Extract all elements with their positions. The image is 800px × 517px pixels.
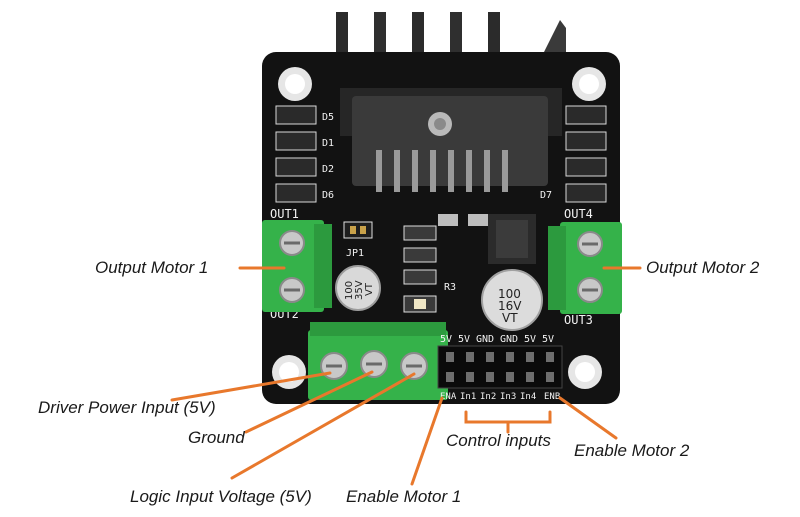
cap-right-line3: VT [502,311,518,325]
diode-label-d7: D7 [540,190,552,201]
diode-label-d2: D2 [322,164,334,175]
callout-output-motor-2: Output Motor 2 [646,258,760,277]
cap-right-line1: 100 [498,287,521,301]
out4-label: OUT4 [564,207,593,221]
capacitor-right: 100 16V VT [481,269,543,331]
terminal-output-motor-1 [262,220,332,312]
voltage-regulator [488,214,536,264]
header-bottom-label: ENB [544,392,560,402]
leader-enable-motor-2 [558,396,618,440]
header-top-label: 5V [458,334,470,345]
diodes-left: D5 D1 D2 D6 [275,105,334,203]
callout-driver-power-input: Driver Power Input (5V) [38,398,216,417]
header-top-labels: 5V 5V GND GND 5V 5V [440,334,554,345]
cap-left-line2: 35V [354,280,365,300]
callout-logic-input-voltage: Logic Input Voltage (5V) [130,487,312,506]
callout-enable-motor-2: Enable Motor 2 [574,441,690,460]
r3-label: R3 [444,282,456,293]
callout-control-inputs: Control inputs [446,431,551,450]
header-top-label: 5V [440,334,452,345]
callout-enable-motor-1: Enable Motor 1 [346,487,462,506]
callout-output-motor-1: Output Motor 1 [95,258,209,277]
header-top-label: GND [500,334,518,345]
callout-ground: Ground [188,428,245,447]
header-bottom-label: In2 [480,392,496,402]
callout-lines [170,266,642,486]
capacitor-left: 100 35V VT [335,265,381,311]
smd-components: R3 [403,214,488,313]
cap-right-line2: 16V [498,299,522,313]
header-bottom-labels: ENA In1 In2 In3 In4 ENB [440,392,560,402]
mounting-holes [272,67,606,389]
leader-driver-power [170,371,332,402]
header-bottom-label: ENA [440,392,457,402]
cap-left-line3: VT [364,282,375,296]
diodes-right: D7 [540,105,607,203]
bracket-control-inputs [464,410,552,434]
diode-label-d5: D5 [322,112,334,123]
header-bottom-label: In1 [460,392,476,402]
driver-ic [340,88,562,192]
header-top-label: GND [476,334,494,345]
leader-logic-voltage [230,372,416,480]
terminal-output-motor-2 [548,222,622,314]
header-bottom-label: In4 [520,392,536,402]
cap-left-line1: 100 [344,281,355,300]
diode-label-d1: D1 [322,138,334,149]
pin-header [437,345,563,389]
header-top-label: 5V [524,334,536,345]
leader-ground [244,370,374,434]
out1-label: OUT1 [270,207,299,221]
leader-enable-motor-1 [410,396,444,486]
terminal-power-input [308,322,448,400]
header-top-label: 5V [542,334,554,345]
header-bottom-label: In3 [500,392,516,402]
out3-label: OUT3 [564,313,593,327]
jumper-jp1: JP1 [343,221,373,259]
jp1-label: JP1 [346,248,364,259]
diode-label-d6: D6 [322,190,334,201]
